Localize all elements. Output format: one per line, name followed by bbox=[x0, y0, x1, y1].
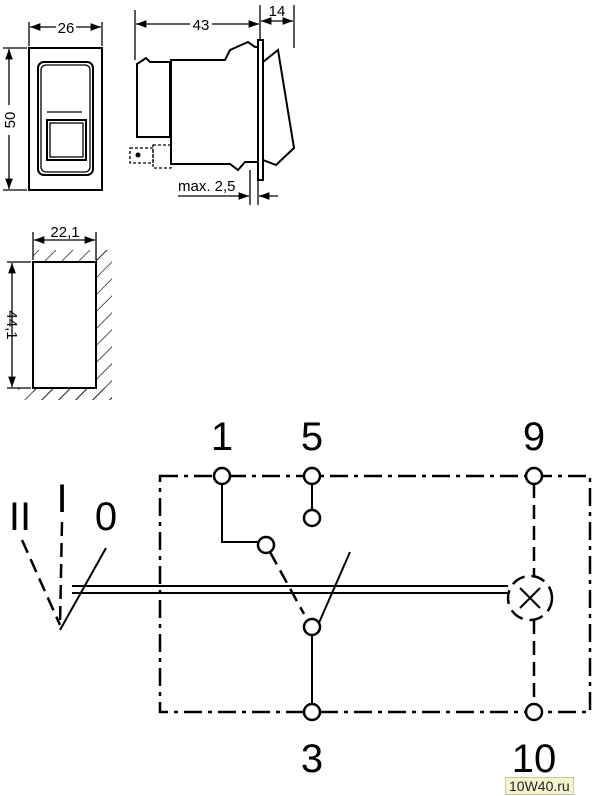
terminal-9 bbox=[524, 466, 544, 486]
dim-cutout-height: 44,1 bbox=[3, 310, 20, 339]
switch-pivot bbox=[302, 617, 322, 637]
dim-front-height: 50 bbox=[2, 112, 19, 129]
side-view: 43 14 max. 2,5 bbox=[129, 3, 296, 205]
wiring-schematic: 1 5 9 3 10 II I 0 bbox=[9, 415, 592, 781]
terminal-1-contact bbox=[256, 535, 276, 555]
label-position-1: I bbox=[56, 477, 67, 521]
label-terminal-10: 10 bbox=[512, 737, 557, 781]
terminal-1 bbox=[212, 466, 232, 486]
dim-front-width: 26 bbox=[58, 20, 75, 37]
dim-cutout-width: 22,1 bbox=[50, 224, 79, 241]
label-terminal-5: 5 bbox=[301, 415, 323, 459]
label-position-2: II bbox=[9, 495, 31, 539]
label-terminal-3: 3 bbox=[301, 737, 323, 781]
label-terminal-9: 9 bbox=[523, 415, 545, 459]
label-terminal-1: 1 bbox=[211, 415, 233, 459]
terminal-3 bbox=[302, 702, 322, 722]
dim-side-depth: 43 bbox=[193, 17, 210, 34]
dim-panel-thickness: max. 2,5 bbox=[178, 178, 236, 195]
panel-cutout: 22,1 44,1 bbox=[0, 224, 112, 400]
terminal-5-contact bbox=[302, 508, 322, 528]
terminal-10 bbox=[524, 702, 544, 722]
dim-rocker-depth: 14 bbox=[269, 3, 286, 20]
terminal-5 bbox=[302, 466, 322, 486]
front-view: 26 50 bbox=[2, 20, 103, 191]
watermark: 10W40.ru bbox=[505, 777, 574, 795]
label-position-0: 0 bbox=[95, 495, 117, 539]
lamp-icon bbox=[506, 574, 554, 622]
